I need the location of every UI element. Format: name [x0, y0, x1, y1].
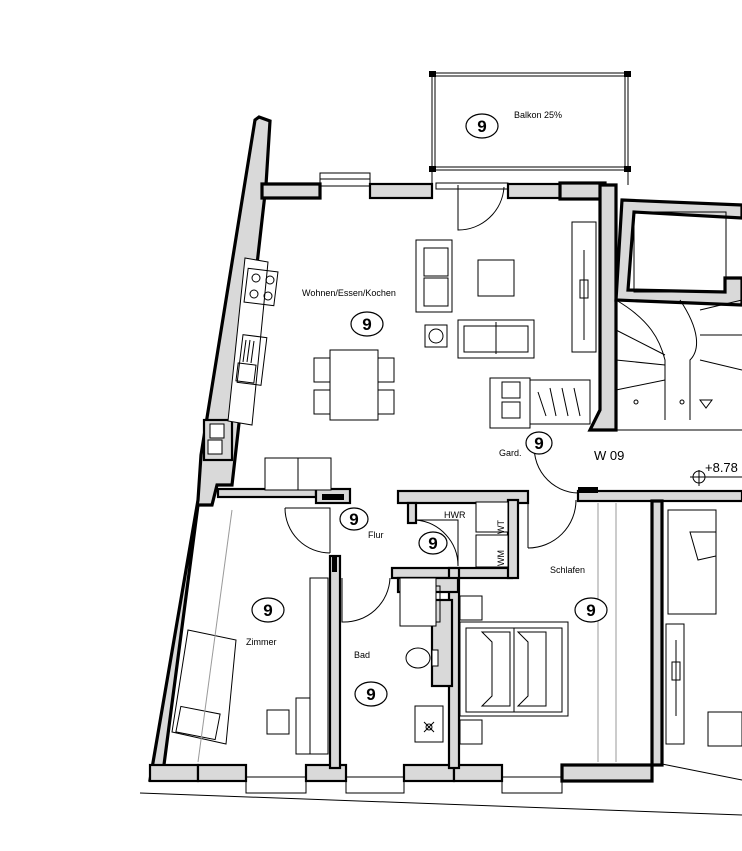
balcony: [429, 71, 631, 185]
room-label-hwr: HWR: [444, 510, 466, 520]
elevation-marker: +8.78: [690, 460, 742, 486]
room-tag-wohnen: 9: [350, 311, 384, 337]
living-furniture: [264, 239, 535, 491]
bathroom-fixtures: [399, 577, 444, 743]
appliance-label-dryer: WT: [496, 520, 506, 534]
elevation-label: +8.78: [705, 460, 738, 475]
wardrobe-living: [571, 221, 597, 353]
room-label-bad: Bad: [354, 650, 370, 660]
neighbour-room: [661, 509, 742, 781]
staircase: [614, 198, 742, 431]
room-label-wohnen: Wohnen/Essen/Kochen: [302, 288, 396, 298]
zimmer-furniture: [171, 509, 329, 763]
room-label-flur: Flur: [368, 530, 384, 540]
room-label-gard: Gard.: [499, 448, 522, 458]
svg-text:9: 9: [349, 510, 358, 529]
svg-text:9: 9: [477, 117, 486, 136]
room-tag-zimmer: 9: [251, 597, 285, 623]
interior-walls: [202, 418, 742, 770]
room-tag-balkon: 9: [465, 113, 499, 139]
room-tag-hwr: 9: [418, 531, 448, 555]
unit-label: W 09: [594, 448, 624, 463]
svg-text:9: 9: [362, 315, 371, 334]
room-tag-schlafen: 9: [574, 597, 608, 623]
svg-text:9: 9: [263, 601, 272, 620]
room-tag-bad: 9: [354, 681, 388, 707]
room-label-schlafen: Schlafen: [550, 565, 585, 575]
appliance-label-washer: WM: [496, 550, 506, 566]
svg-text:9: 9: [534, 434, 543, 453]
exterior-walls: [139, 115, 742, 816]
kitchen: [207, 257, 279, 455]
room-label-balkon: Balkon 25%: [514, 110, 562, 120]
room-tag-gard: 9: [525, 431, 553, 455]
room-label-zimmer: Zimmer: [246, 637, 277, 647]
svg-text:9: 9: [428, 534, 437, 553]
garderobe: [489, 377, 591, 429]
svg-text:9: 9: [586, 601, 595, 620]
hwr-appliances: [475, 501, 509, 568]
bedroom-furniture: [459, 503, 617, 762]
svg-text:9: 9: [366, 685, 375, 704]
room-tag-flur: 9: [339, 507, 369, 531]
